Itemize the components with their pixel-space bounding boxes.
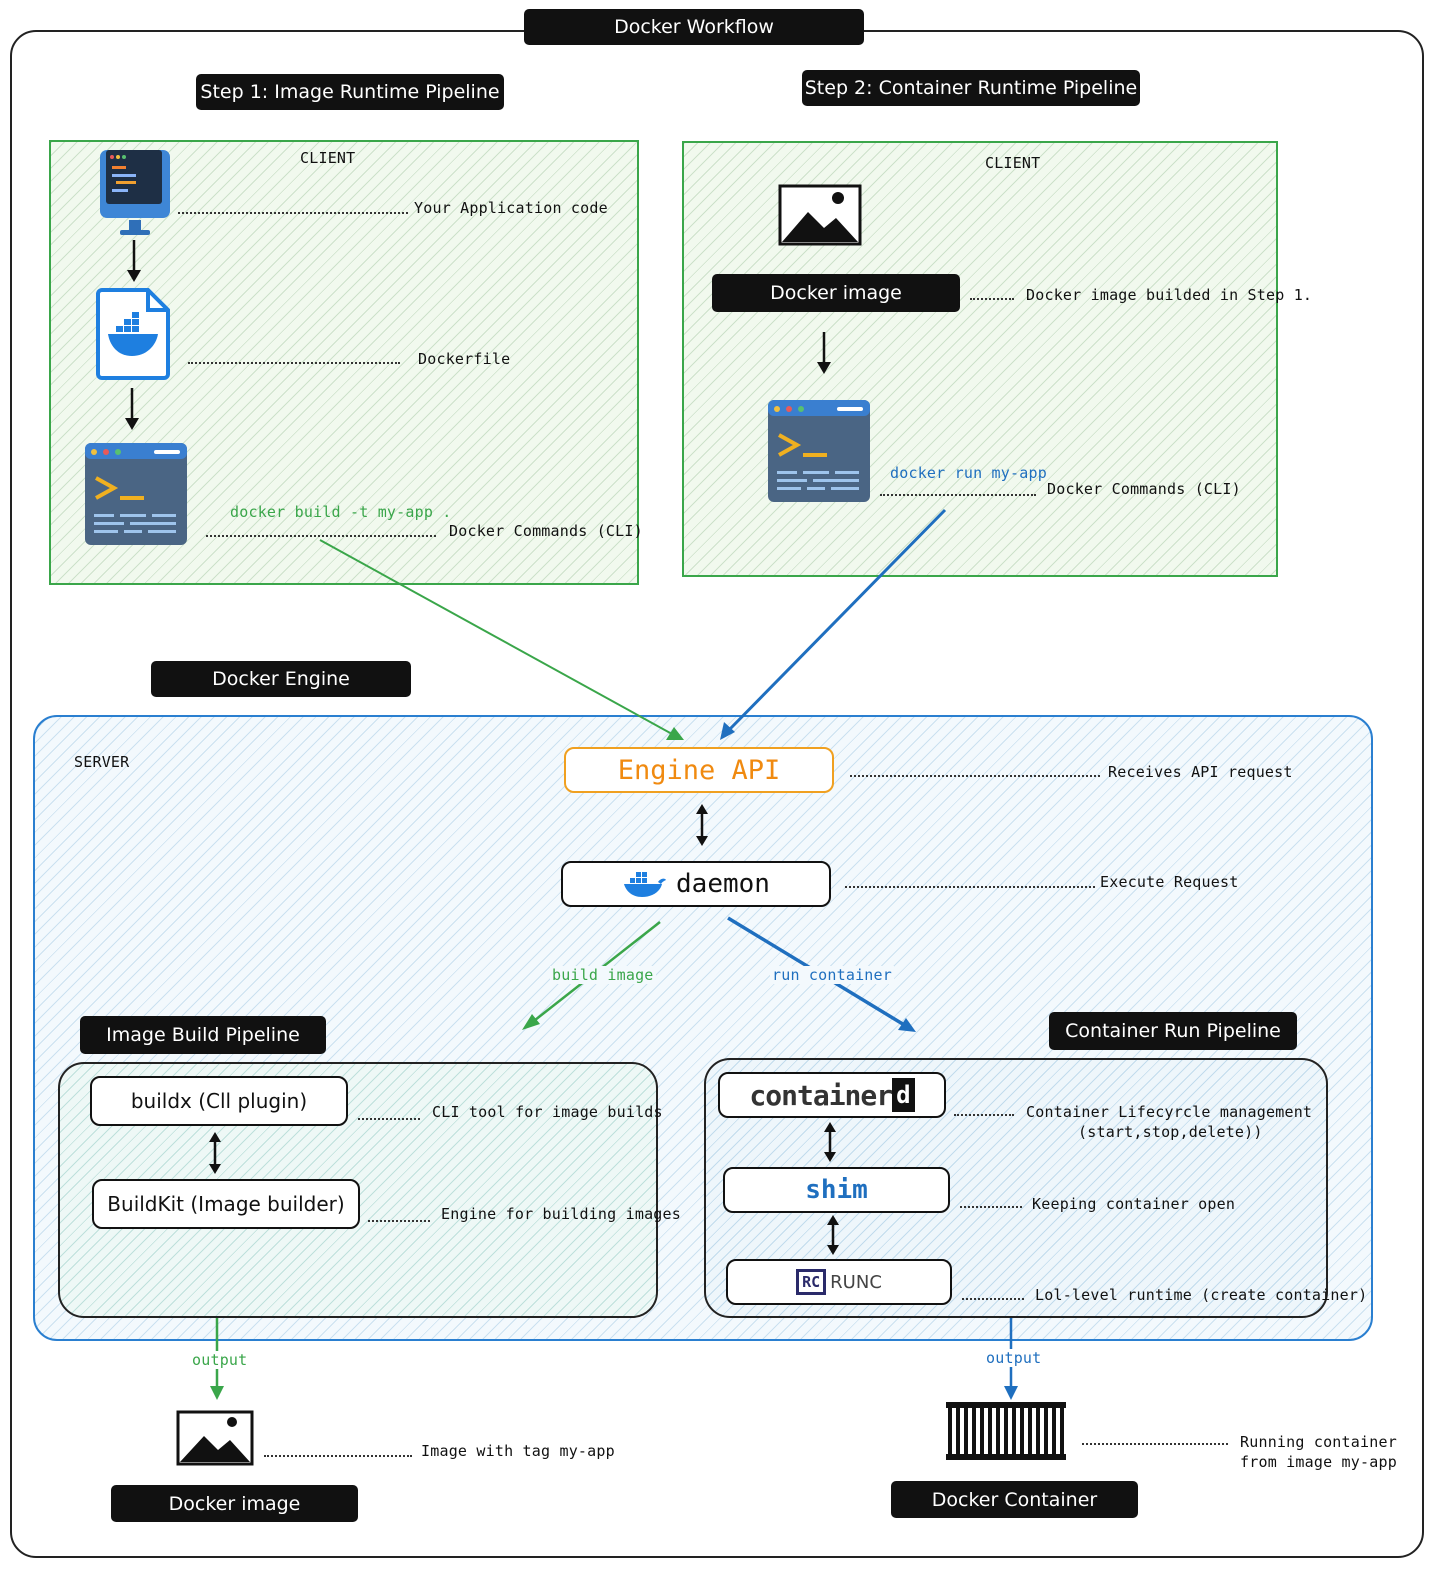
daemon-note: Execute Request bbox=[1100, 873, 1239, 891]
output-right-label: output bbox=[985, 1349, 1043, 1367]
containerd-d-badge: d bbox=[892, 1078, 915, 1112]
output-left-label: output bbox=[191, 1351, 249, 1369]
docker-build-command: docker build -t my-app . bbox=[230, 503, 452, 521]
double-arrow-shim-runc bbox=[827, 1215, 839, 1255]
engine-api-node: Engine API bbox=[564, 747, 834, 793]
build-image-edge-label: build image bbox=[550, 966, 656, 984]
double-arrow-api-daemon bbox=[696, 804, 708, 846]
dots-app-code bbox=[178, 212, 408, 214]
runc-note: Lol-level runtime (create container) bbox=[1035, 1286, 1368, 1304]
daemon-node: daemon bbox=[561, 861, 831, 907]
app-code-label: Your Application code bbox=[414, 199, 608, 217]
containerd-note-2: (start,stop,delete)) bbox=[1078, 1123, 1263, 1141]
dots-output-container bbox=[1082, 1443, 1228, 1445]
containerd-text: container bbox=[749, 1078, 893, 1112]
docker-run-command: docker run my-app bbox=[890, 464, 1047, 482]
dots-buildkit bbox=[368, 1220, 430, 1222]
dots-cli-1 bbox=[206, 535, 436, 537]
output-image-note: Image with tag my-app bbox=[421, 1442, 615, 1460]
double-arrow-buildx-buildkit bbox=[209, 1132, 221, 1174]
image-build-pipeline-label: Image Build Pipeline bbox=[80, 1016, 326, 1054]
buildx-node: buildx (Cll plugin) bbox=[90, 1076, 348, 1126]
terminal-icon-2 bbox=[768, 400, 870, 502]
arrow-down-2 bbox=[125, 388, 139, 430]
docker-whale-icon bbox=[624, 872, 667, 897]
dots-api bbox=[850, 775, 1100, 777]
shim-note: Keeping container open bbox=[1032, 1195, 1236, 1213]
step2-label: Step 2: Container Runtime Pipeline bbox=[802, 70, 1140, 106]
runc-label: RUNC bbox=[830, 1271, 882, 1293]
output-container-note-1: Running container bbox=[1240, 1433, 1397, 1451]
run-container-edge-label: run container bbox=[770, 966, 894, 984]
container-run-pipeline-label: Container Run Pipeline bbox=[1049, 1012, 1297, 1050]
dockerfile-icon bbox=[96, 288, 170, 380]
runc-node: RC RUNC bbox=[726, 1259, 952, 1305]
monitor-code-icon bbox=[100, 150, 170, 235]
docker-engine-label: Docker Engine bbox=[151, 661, 411, 697]
dots-dockerfile bbox=[188, 362, 400, 364]
dockerfile-label: Dockerfile bbox=[418, 350, 511, 368]
server-label: SERVER bbox=[74, 753, 130, 771]
containerd-node: container d bbox=[718, 1072, 946, 1118]
step1-client-label: CLIENT bbox=[300, 149, 356, 167]
api-note: Receives API request bbox=[1108, 763, 1293, 781]
dots-shim bbox=[960, 1206, 1022, 1208]
dots-runc bbox=[962, 1298, 1024, 1300]
image-icon bbox=[778, 184, 862, 246]
buildx-note: CLI tool for image builds bbox=[432, 1103, 663, 1121]
arrow-down-3 bbox=[817, 332, 831, 374]
cli-label-2: Docker Commands (CLI) bbox=[1047, 480, 1241, 498]
output-container-note-2: from image my-app bbox=[1240, 1453, 1397, 1471]
diagram-title: Docker Workflow bbox=[524, 9, 864, 45]
runc-badge: RC bbox=[796, 1269, 827, 1295]
dots-cli-2 bbox=[880, 494, 1036, 496]
dots-containerd bbox=[954, 1114, 1014, 1116]
shim-node: shim bbox=[723, 1167, 950, 1213]
container-icon bbox=[946, 1402, 1066, 1460]
dots-image-note bbox=[970, 298, 1014, 300]
terminal-icon bbox=[85, 443, 187, 545]
buildkit-note: Engine for building images bbox=[441, 1205, 681, 1223]
buildkit-node: BuildKit (Image builder) bbox=[92, 1179, 360, 1229]
cli-label-1: Docker Commands (CLI) bbox=[449, 522, 643, 540]
containerd-note-1: Container Lifecyrcle management bbox=[1026, 1103, 1313, 1121]
output-docker-container-pill: Docker Container bbox=[891, 1481, 1138, 1518]
arrow-down-1 bbox=[127, 240, 141, 282]
step2-docker-image-pill: Docker image bbox=[712, 274, 960, 312]
step2-client-label: CLIENT bbox=[985, 154, 1041, 172]
output-docker-image-pill: Docker image bbox=[111, 1485, 358, 1522]
dots-output-image bbox=[264, 1455, 412, 1457]
daemon-label: daemon bbox=[676, 869, 770, 899]
double-arrow-containerd-shim bbox=[824, 1122, 836, 1162]
output-image-icon bbox=[176, 1410, 254, 1466]
dots-daemon bbox=[845, 886, 1095, 888]
step1-label: Step 1: Image Runtime Pipeline bbox=[196, 74, 504, 110]
step2-image-note: Docker image builded in Step 1. bbox=[1026, 286, 1313, 304]
dots-buildx bbox=[358, 1118, 420, 1120]
